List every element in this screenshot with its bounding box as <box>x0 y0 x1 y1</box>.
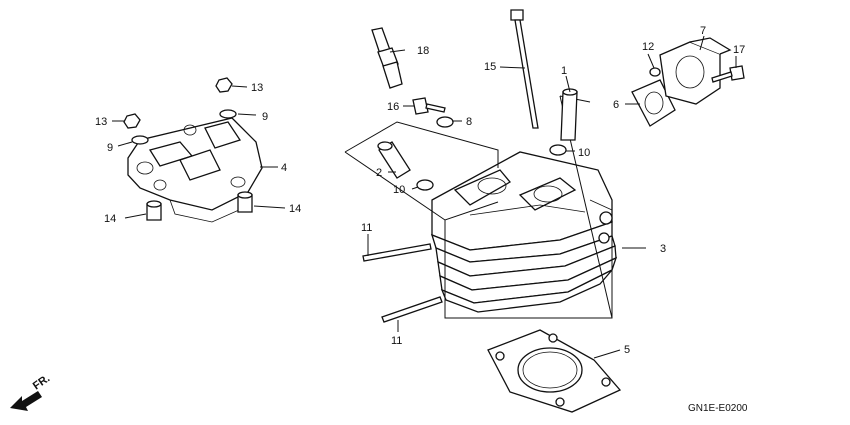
callout-10-right: 10 <box>578 147 590 159</box>
callout-7: 7 <box>700 25 706 37</box>
callout-14-left: 14 <box>104 213 116 225</box>
o-ring-right <box>549 144 567 156</box>
callout-10-left: 10 <box>393 184 405 196</box>
callout-11-upper: 11 <box>361 222 372 234</box>
washer-left <box>131 135 149 145</box>
callout-13-left: 13 <box>95 116 107 128</box>
front-arrow-icon: FR. <box>10 372 52 411</box>
valve-guide-in <box>560 88 578 141</box>
valve-guide-ex <box>377 141 411 179</box>
callout-12: 12 <box>642 41 654 53</box>
callout-14-right: 14 <box>289 203 301 215</box>
long-stud <box>510 9 539 129</box>
callout-6: 6 <box>613 99 619 111</box>
callout-16: 16 <box>387 101 399 113</box>
insulator-gasket <box>631 79 676 127</box>
callout-2: 2 <box>376 167 382 179</box>
dowel-pin-right <box>237 191 253 213</box>
callout-8: 8 <box>466 116 472 128</box>
callout-18: 18 <box>417 45 429 57</box>
washer-8 <box>436 116 454 128</box>
intake-pipe <box>659 37 732 105</box>
callout-15: 15 <box>484 61 496 73</box>
pipe-bolt <box>711 65 745 83</box>
callout-9-left: 9 <box>107 142 113 154</box>
leader-lines <box>112 35 737 359</box>
callouts: 1 2 3 4 5 6 7 8 9 9 10 10 11 11 12 13 13… <box>95 25 745 356</box>
callout-1: 1 <box>561 65 567 77</box>
nut-top <box>215 77 233 93</box>
cylinder-head <box>430 151 618 313</box>
front-label: FR. <box>31 372 52 392</box>
cylinder-head-gasket <box>487 329 622 413</box>
collar-12 <box>649 67 661 77</box>
o-ring-left <box>416 179 434 191</box>
callout-5: 5 <box>624 344 630 356</box>
nut-left <box>123 113 141 129</box>
rocker-arm-holder <box>127 117 263 223</box>
callout-11-lower: 11 <box>391 335 402 347</box>
callout-17: 17 <box>733 44 745 56</box>
stud-bolt-upper <box>362 243 432 262</box>
washer-top <box>219 109 237 119</box>
callout-3: 3 <box>660 243 666 255</box>
dowel-pin-left <box>146 200 162 221</box>
callout-13-right: 13 <box>251 82 263 94</box>
callout-4: 4 <box>281 162 287 174</box>
spark-plug <box>371 27 403 89</box>
callout-9-right: 9 <box>262 111 268 123</box>
stud-bolt-lower <box>381 296 443 323</box>
bolt-16 <box>412 97 446 115</box>
diagram-code: GN1E-E0200 <box>688 403 748 414</box>
